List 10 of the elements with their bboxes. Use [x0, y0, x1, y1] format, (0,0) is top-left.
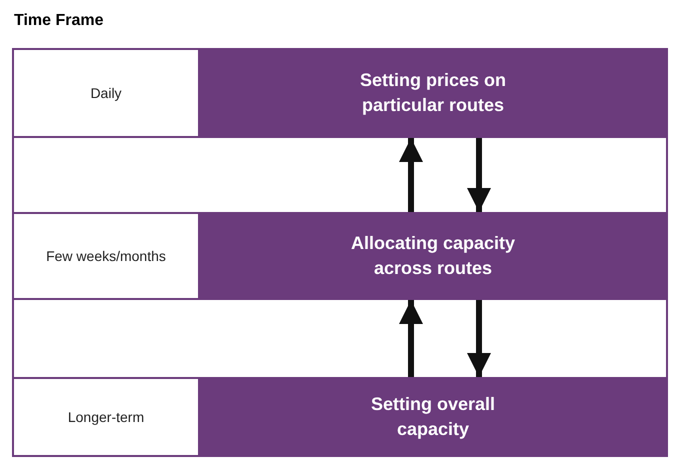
arrow — [467, 138, 491, 212]
arrow — [467, 300, 491, 377]
time-frame-cell: Daily — [12, 48, 200, 138]
activity-band: Setting overall capacity — [198, 377, 668, 457]
heading: Time Frame — [14, 12, 104, 30]
activity-band: Allocating capacity across routes — [198, 212, 668, 300]
activity-band: Setting prices on particular routes — [198, 48, 668, 138]
arrow — [399, 138, 423, 212]
arrow — [399, 300, 423, 377]
time-frame-cell: Longer-term — [12, 377, 200, 457]
